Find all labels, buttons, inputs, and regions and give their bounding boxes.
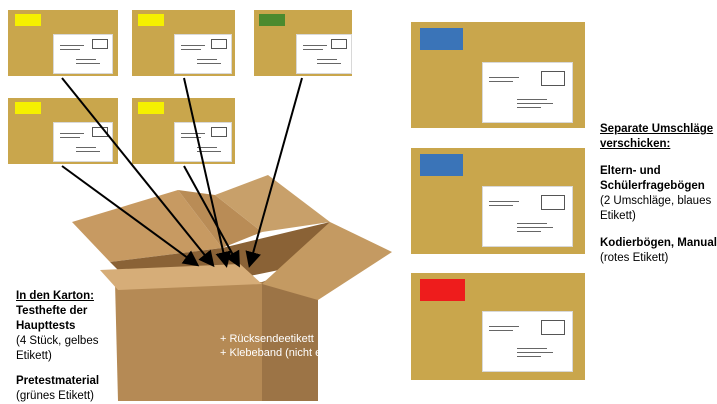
address-label	[482, 311, 573, 372]
envelope-blue-1	[411, 22, 585, 128]
pretest-title: Pretestmaterial	[16, 375, 100, 387]
arrow-from-envelope-yellow-3	[61, 165, 200, 267]
envelope-yellow-2	[132, 10, 235, 76]
address-label	[482, 62, 573, 123]
blue-label	[420, 28, 463, 50]
arrow-from-envelope-green	[245, 77, 303, 268]
right-heading-2: verschicken:	[600, 138, 671, 150]
left-heading: In den Karton:	[16, 290, 94, 302]
right-text-block: Separate Umschläge verschicken: Eltern- …	[600, 122, 717, 266]
stamp-box	[92, 39, 108, 49]
questionnaires-title-1: Eltern- und	[600, 165, 661, 177]
main-tests-sub-1: (4 Stück, gelbes	[16, 335, 99, 347]
pretest-sub: (grünes Etikett)	[16, 390, 94, 402]
stamp-box	[211, 39, 227, 49]
box-note-line-2: + Klebeband (nicht enthalten)	[220, 347, 365, 359]
box-front-right	[262, 262, 318, 401]
questionnaires-title-2: Schülerfragebögen	[600, 180, 705, 192]
stamp-box	[92, 127, 108, 137]
questionnaires-sub-2: Etikett)	[600, 210, 636, 222]
questionnaires-sub-1: (2 Umschläge, blaues	[600, 195, 712, 207]
envelope-green	[254, 10, 352, 76]
address-label	[482, 186, 573, 247]
box-front-left	[115, 282, 262, 401]
box-note-line-1: + Rücksendeetikett	[220, 333, 314, 345]
box-flap-front-right	[262, 222, 392, 300]
address-label	[296, 34, 352, 74]
blue-label	[420, 154, 463, 176]
yellow-label	[15, 102, 41, 114]
address-label	[174, 122, 232, 162]
main-tests-sub-2: Etikett)	[16, 350, 52, 362]
box-back-flap-top	[215, 175, 330, 232]
box-note: + Rücksendeetikett + Klebeband (nicht en…	[220, 332, 364, 360]
main-tests-title-1: Testhefte der	[16, 305, 88, 317]
stamp-box	[331, 39, 347, 49]
coding-sub: (rotes Etikett)	[600, 252, 669, 264]
right-heading-1: Separate Umschläge	[600, 123, 714, 135]
box-flap-front-left	[100, 264, 262, 290]
main-tests-title-2: Haupttests	[16, 320, 76, 332]
yellow-label	[15, 14, 41, 26]
envelope-yellow-4	[132, 98, 235, 164]
envelope-blue-2	[411, 148, 585, 254]
green-label	[259, 14, 285, 26]
coding-title: Kodierbögen, Manuale	[600, 237, 717, 249]
red-label	[420, 279, 465, 301]
stamp-box	[541, 320, 565, 335]
stamp-box	[541, 71, 565, 86]
box-inside	[110, 222, 330, 278]
address-label	[174, 34, 232, 74]
address-label	[53, 34, 113, 74]
yellow-label	[138, 14, 164, 26]
box-back-flap-right	[178, 190, 262, 248]
arrow-from-envelope-yellow-2	[183, 77, 232, 268]
stamp-box	[211, 127, 227, 137]
arrow-from-envelope-yellow-4	[183, 165, 240, 268]
left-text-block: In den Karton: Testhefte der Haupttests …	[16, 289, 116, 404]
stamp-box	[541, 195, 565, 210]
box-back-flap-left	[72, 190, 222, 262]
yellow-label	[138, 102, 164, 114]
arrow-from-envelope-yellow-1	[61, 77, 215, 268]
envelope-yellow-1	[8, 10, 118, 76]
envelope-red	[411, 273, 585, 380]
